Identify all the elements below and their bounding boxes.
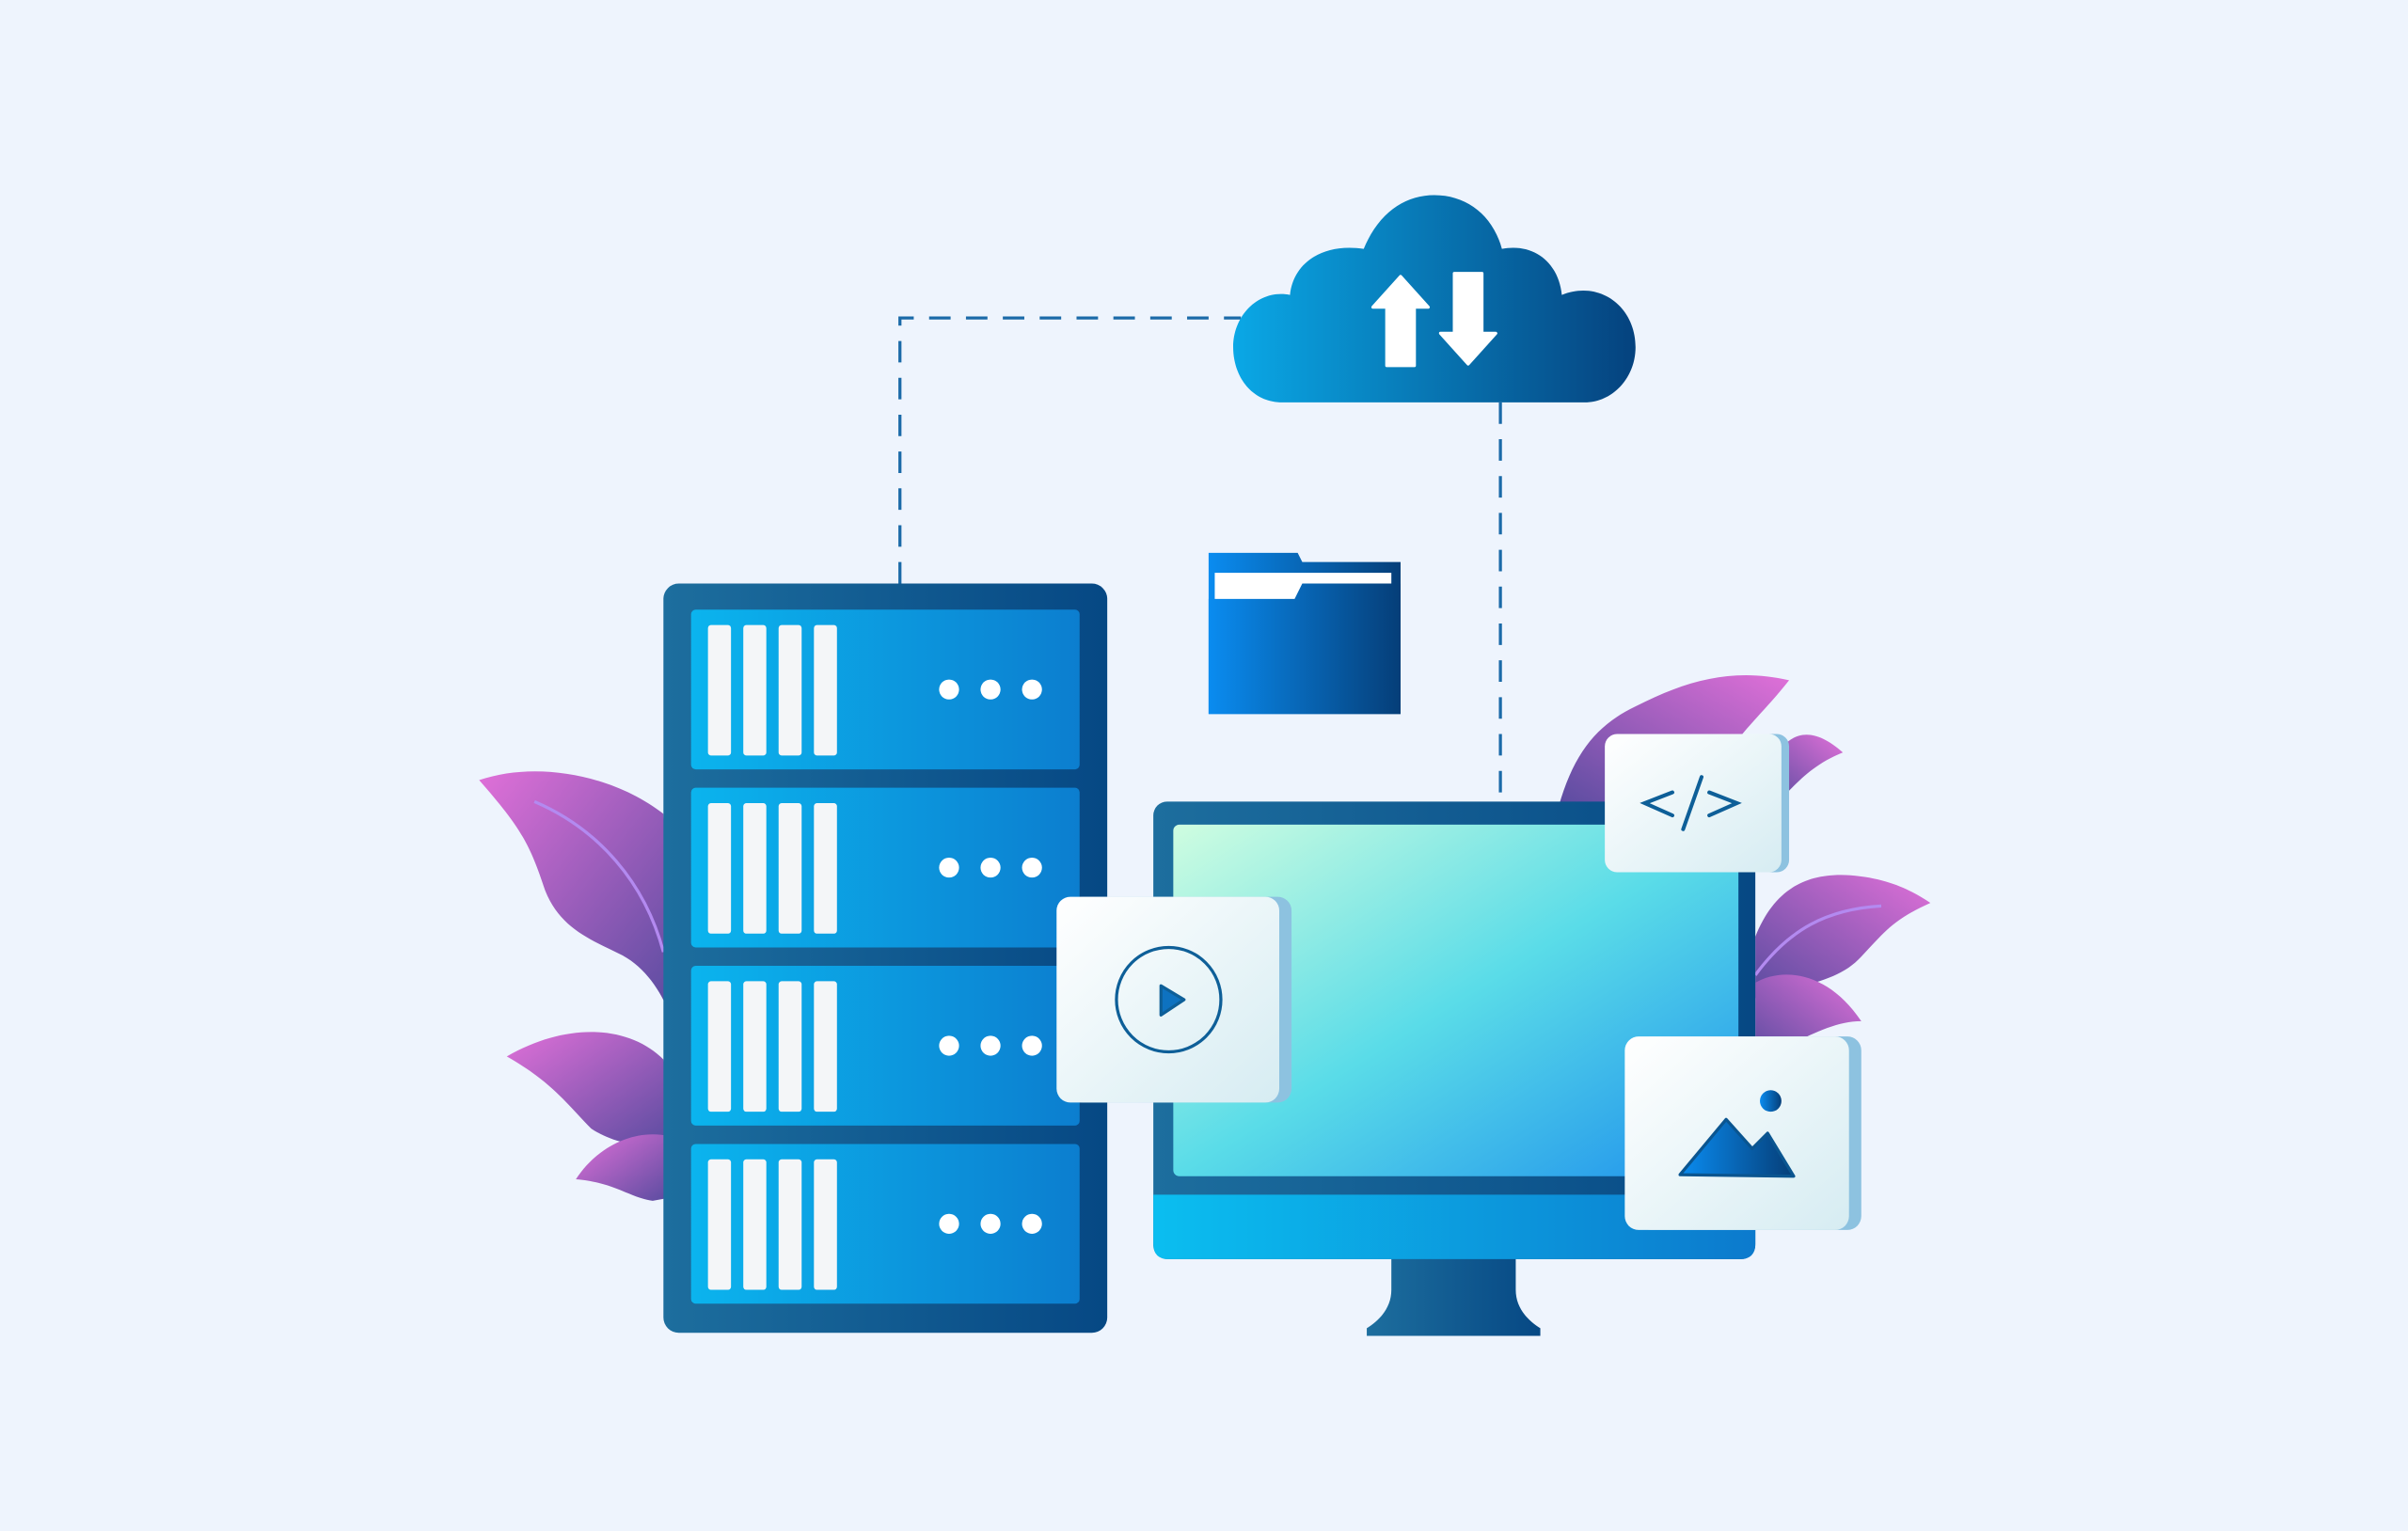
server-unit: [690, 609, 1080, 770]
server-unit: [690, 966, 1080, 1126]
status-light: [939, 857, 959, 878]
upload-arrow-icon: [1370, 275, 1431, 368]
server-rack-icon: [663, 583, 1108, 1334]
download-arrow-icon: [1438, 272, 1497, 366]
status-light: [939, 1035, 959, 1056]
leaf-decoration-left: [479, 771, 670, 1201]
drive-bay: [814, 624, 837, 756]
status-light: [980, 1213, 1001, 1234]
status-light: [1022, 679, 1042, 700]
code-icon: [1640, 775, 1742, 831]
server-unit: [690, 787, 1080, 948]
server-unit: [690, 1144, 1080, 1304]
play-video-icon: [1115, 945, 1223, 1054]
status-light: [980, 679, 1001, 700]
drive-bay: [707, 1159, 732, 1290]
drive-bay: [778, 1159, 802, 1290]
drive-bay: [778, 624, 802, 756]
drive-bay: [743, 1159, 767, 1290]
monitor-icon: [1153, 801, 1756, 1336]
status-light: [1022, 857, 1042, 878]
drive-bay: [814, 1159, 837, 1290]
drive-bay: [707, 624, 732, 756]
status-light: [939, 679, 959, 700]
status-light: [939, 1213, 959, 1234]
image-icon: [1678, 1090, 1796, 1178]
status-light: [980, 857, 1001, 878]
drive-bay: [778, 803, 802, 934]
drive-bay: [743, 803, 767, 934]
folder-icon: [1208, 552, 1401, 715]
status-light: [980, 1035, 1001, 1056]
drive-bay: [778, 981, 802, 1113]
cloud-sync-icon: [1233, 195, 1636, 402]
drive-bay: [707, 803, 732, 934]
code-card: [1605, 734, 1790, 873]
video-card: [1056, 896, 1292, 1103]
drive-bay: [814, 981, 837, 1113]
drive-bay: [743, 624, 767, 756]
connection-lines: [898, 316, 1502, 802]
image-card: [1624, 1036, 1861, 1230]
drive-bay: [743, 981, 767, 1113]
drive-bay: [814, 803, 837, 934]
status-light: [1022, 1213, 1042, 1234]
status-light: [1022, 1035, 1042, 1056]
drive-bay: [707, 981, 732, 1113]
